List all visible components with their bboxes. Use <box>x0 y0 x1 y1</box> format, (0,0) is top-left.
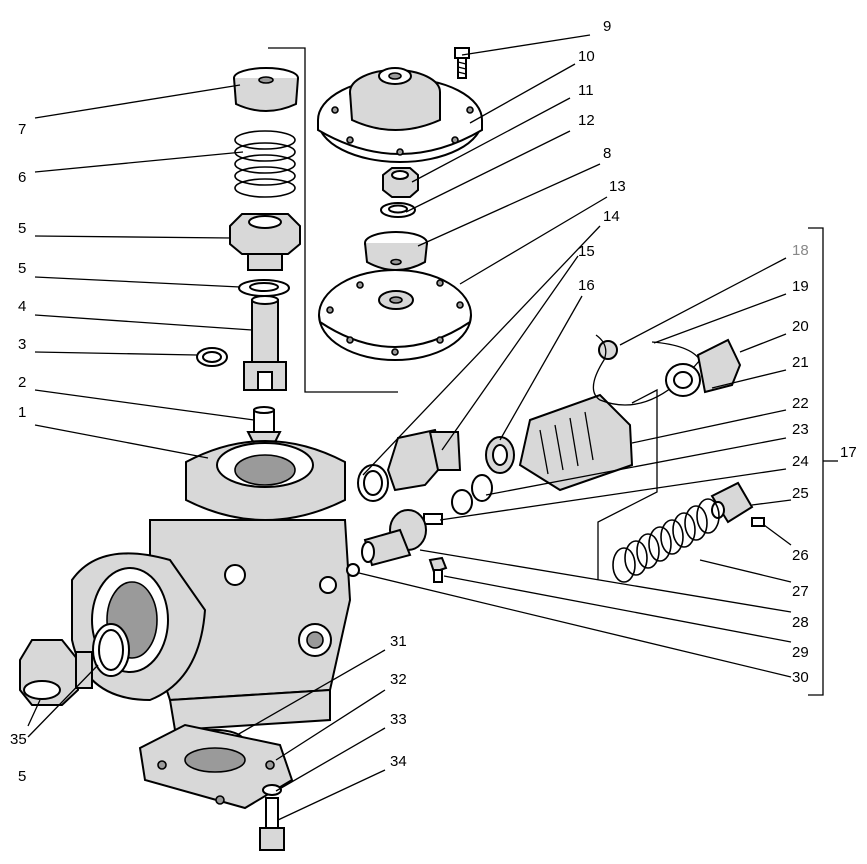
label-35: 35 <box>10 731 27 748</box>
label-32: 32 <box>390 671 407 688</box>
part-35-plug <box>19 639 93 706</box>
part-7-spring <box>234 130 296 198</box>
part-20-fitting <box>665 338 742 397</box>
part-8-cap-right <box>364 231 428 271</box>
part-30-ball <box>346 563 360 577</box>
part-24-pin <box>423 513 443 525</box>
part-4-stem <box>243 295 287 391</box>
label-15: 15 <box>578 243 595 260</box>
part-33-washer <box>262 784 282 796</box>
label-3: 3 <box>18 336 26 353</box>
bracket-left-assembly <box>268 47 398 393</box>
part-12-washer <box>380 202 416 218</box>
part-1-body <box>149 440 352 732</box>
part-16-seal <box>485 436 515 474</box>
label-14: 14 <box>603 208 620 225</box>
label-26: 26 <box>792 547 809 564</box>
part-15-fitting <box>386 428 462 492</box>
part-8-cap-left <box>233 67 299 112</box>
part-22-washer <box>471 474 493 502</box>
label-5a: 5 <box>18 260 26 277</box>
label-21: 21 <box>792 354 809 371</box>
part-6-hex-nut <box>229 213 301 271</box>
label-28: 28 <box>792 614 809 631</box>
label-22: 22 <box>792 395 809 412</box>
part-labels: 7 6 5 5 4 3 2 1 9 10 11 12 8 13 14 15 16… <box>10 18 857 785</box>
label-5b: 5 <box>18 768 26 785</box>
bracket-16-24-group <box>597 388 658 580</box>
label-2: 2 <box>18 374 26 391</box>
part-28-fitting <box>361 509 427 567</box>
label-16: 16 <box>578 277 595 294</box>
label-20: 20 <box>792 318 809 335</box>
part-18-seal-cap <box>598 340 618 360</box>
label-34: 34 <box>390 753 407 770</box>
label-18: 18 <box>792 242 809 259</box>
label-29: 29 <box>792 644 809 661</box>
label-17: 17 <box>840 444 857 461</box>
label-23: 23 <box>792 421 809 438</box>
bracket-17-assembly <box>808 227 824 696</box>
label-8a: 7 <box>18 121 26 138</box>
label-10: 10 <box>578 48 595 65</box>
part-3-o-ring <box>196 347 228 367</box>
part-25-nut <box>710 481 754 524</box>
part-14-o-ring <box>357 464 389 502</box>
label-27: 27 <box>792 583 809 600</box>
label-1: 1 <box>18 404 26 421</box>
part-27-spring <box>612 498 720 583</box>
part-13-diaphragm <box>318 269 472 361</box>
leader-lines <box>27 34 792 821</box>
part-9-bolt <box>454 47 470 79</box>
label-30: 30 <box>792 669 809 686</box>
part-5-ring-left <box>92 623 130 677</box>
group-brackets <box>268 47 838 696</box>
part-34-bolt <box>259 797 285 851</box>
part-23-disc <box>451 489 473 515</box>
label-7: 6 <box>18 169 26 186</box>
part-32-base-plate <box>138 723 294 810</box>
label-11: 11 <box>578 82 594 99</box>
part-10-top-cover <box>317 67 483 163</box>
label-24: 24 <box>792 453 809 470</box>
part-26-insert <box>751 517 765 527</box>
label-4: 4 <box>18 298 26 315</box>
label-6: 5 <box>18 220 26 237</box>
part-11-nut <box>382 167 419 198</box>
label-8b: 8 <box>603 145 611 162</box>
label-13: 13 <box>609 178 626 195</box>
label-31: 31 <box>390 633 407 650</box>
label-12: 12 <box>578 112 595 129</box>
part-29-screw <box>428 556 448 583</box>
part-19-wire <box>592 334 701 406</box>
part-5-ring-top <box>238 279 290 297</box>
label-33: 33 <box>390 711 407 728</box>
label-25: 25 <box>792 485 809 502</box>
label-19: 19 <box>792 278 809 295</box>
label-9: 9 <box>603 18 611 35</box>
parts <box>19 47 765 851</box>
part-21-housing <box>518 393 634 492</box>
